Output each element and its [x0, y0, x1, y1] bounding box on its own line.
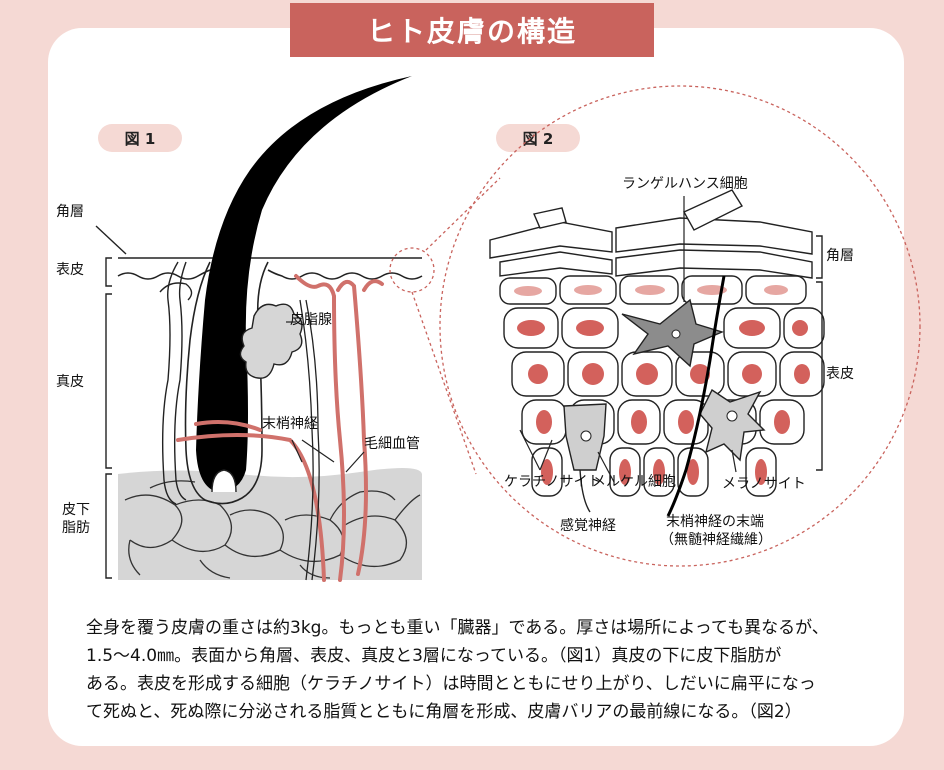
- label-sebaceous-gland: 皮脂腺: [290, 312, 332, 328]
- figure-1-illustration: [95, 76, 423, 582]
- figure-2-tag: 図 2: [496, 124, 580, 152]
- label-peripheral-nerve: 末梢神経: [262, 416, 318, 432]
- layer-brackets: [95, 225, 127, 579]
- label-melanocyte: メラノサイト: [722, 476, 806, 492]
- figure-2-zoom-circle: [439, 85, 921, 567]
- label-epidermis: 表皮: [56, 262, 84, 278]
- sweat-duct: [161, 261, 179, 505]
- caption-line: て死ぬと、死ぬ際に分泌される脂質とともに角層を形成、皮膚バリアの最前線になる。（…: [86, 702, 802, 722]
- figure-2-brackets: [816, 235, 823, 471]
- label-capillary: 毛細血管: [364, 436, 420, 452]
- figure-2-leader-lines: [519, 196, 737, 483]
- label-nerve-ending-line1: 末梢神経の末端: [666, 514, 764, 530]
- nerve-ending-fiber: [666, 275, 726, 517]
- caption-line: 全身を覆う皮膚の重さは約3kg。もっとも重い「臓器」である。厚さは場所によっても…: [86, 618, 829, 638]
- subcutaneous-fat-layer: [118, 467, 422, 580]
- label-fig2-stratum-corneum: 角層: [826, 248, 854, 264]
- label-subcutis-line2: 脂肪: [62, 520, 90, 536]
- sebaceous-gland: [239, 303, 303, 379]
- label-keratinocyte: ケラチノサイト: [504, 474, 602, 490]
- label-nerve-ending-line2: （無髄神経繊維）: [660, 532, 772, 548]
- label-fig2-epidermis: 表皮: [826, 366, 854, 382]
- hair-shaft: [196, 76, 412, 492]
- corneum-cells: [489, 189, 813, 279]
- label-langerhans-cell: ランゲルハンス細胞: [622, 176, 748, 192]
- peripheral-nerve: [299, 299, 320, 581]
- label-merkel-cell: メルケル細胞: [592, 474, 676, 490]
- label-stratum-corneum: 角層: [56, 204, 84, 220]
- label-dermis: 真皮: [56, 374, 84, 390]
- epidermis-wavy-boundary: [117, 269, 423, 280]
- label-subcutis-line1: 皮下: [62, 502, 90, 518]
- melanocyte: [699, 388, 766, 462]
- caption-text: 全身を覆う皮膚の重さは約3kg。もっとも重い「臓器」である。厚さは場所によっても…: [86, 614, 886, 726]
- label-sensory-nerve: 感覚神経: [560, 518, 616, 534]
- granular-nuclei: [514, 285, 788, 296]
- page-title: ヒト皮膚の構造: [290, 3, 654, 57]
- hair-papilla: [211, 469, 237, 493]
- zoom-connector: [389, 85, 921, 567]
- figure-1-tag: 図 1: [98, 124, 182, 152]
- caption-line: ある。表皮を形成する細胞（ケラチノサイト）は時間とともにせり上がり、しだいに扁平…: [86, 674, 816, 694]
- blood-vessels: [176, 274, 384, 582]
- caption-line: 1.5〜4.0㎜。表面から角層、表皮、真皮と3層になっている。（図1）真皮の下に…: [86, 646, 782, 666]
- figure-2-illustration: [489, 189, 825, 517]
- sweat-duct-top: [159, 282, 193, 301]
- leader-lines: [286, 321, 365, 473]
